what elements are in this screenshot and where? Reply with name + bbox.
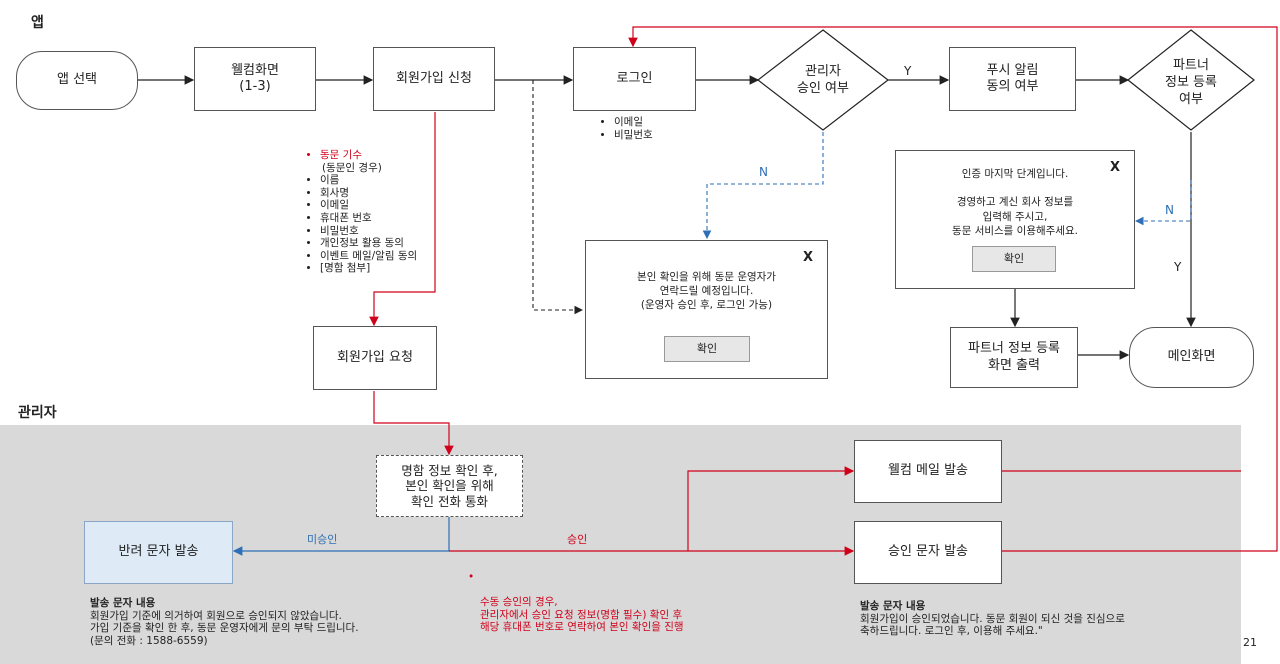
login-fields-note: 이메일 비밀번호: [598, 116, 653, 141]
signup-fields-note: 동문 기수 (동문인 경우) 이름 회사명 이메일 휴대폰 번호 비밀번호 개인…: [304, 149, 417, 275]
approve-message-note: 발송 문자 내용 회원가입이 승인되었습니다. 동문 회원이 되신 것을 진심으…: [860, 600, 1125, 638]
signup-field: 이벤트 메일/알림 동의: [320, 250, 417, 263]
node-reject-sms-label: 반려 문자 발송: [118, 544, 199, 560]
popup-pending-confirm-button[interactable]: 확인: [664, 336, 750, 362]
signup-field: (동문인 경우): [322, 161, 382, 174]
node-login: 로그인: [573, 47, 696, 111]
signup-field: 휴대폰 번호: [320, 212, 417, 225]
edge-label-approved: 승인: [567, 533, 588, 546]
node-welcome-label: 웰컴화면 (1-3): [231, 62, 279, 94]
node-login-label: 로그인: [616, 70, 653, 86]
signup-field: 이메일: [320, 199, 417, 212]
reject-message-body: 회원가입 기준에 의거하여 회원으로 승인되지 않았습니다. 가입 기준을 확인…: [90, 609, 359, 647]
node-app-select-label: 앱 선택: [56, 72, 97, 88]
popup-pending-approval: X 본인 확인을 위해 동문 운영자가 연락드릴 예정입니다. (운영자 승인 …: [585, 240, 828, 379]
signup-field-highlight: 동문 기수: [320, 149, 417, 162]
node-signup-request-label: 회원가입 요청: [337, 349, 413, 365]
node-main-screen: 메인화면: [1129, 327, 1254, 388]
reject-message-note: 발송 문자 내용 회원가입 기준에 의거하여 회원으로 승인되지 않았습니다. …: [90, 597, 359, 647]
reject-message-title: 발송 문자 내용: [90, 597, 156, 609]
node-signup: 회원가입 신청: [373, 47, 495, 111]
edge-label-y2: Y: [1174, 260, 1182, 274]
signup-field: [명함 첨부]: [320, 262, 417, 275]
manual-approval-note: • 수동 승인의 경우, 관리자에서 승인 요청 정보(명함 필수) 확인 후 …: [468, 571, 684, 634]
node-partner-screen-label: 파트너 정보 등록 화면 출력: [968, 341, 1060, 373]
edge-label-y1: Y: [904, 64, 912, 78]
node-admin-approval: 관리자 승인 여부: [797, 64, 849, 96]
edge-label-unapproved: 미승인: [307, 533, 338, 546]
bullet-icon: •: [468, 571, 475, 583]
login-field: 이메일: [614, 116, 653, 129]
node-approve-sms-label: 승인 문자 발송: [887, 544, 969, 560]
approve-message-title: 발송 문자 내용: [860, 600, 926, 612]
edge-label-n2: N: [1165, 203, 1174, 217]
node-partner-screen: 파트너 정보 등록 화면 출력: [950, 327, 1078, 388]
node-push-consent-label: 푸시 알림 동의 여부: [986, 62, 1039, 94]
signup-field: 회사명: [320, 187, 417, 200]
section-label-app: 앱: [31, 15, 44, 31]
section-label-admin: 관리자: [18, 405, 57, 421]
popup-partner-message: 인증 마지막 단계입니다. 경영하고 계신 회사 정보를 입력해 주시고, 동문…: [952, 168, 1078, 237]
node-welcome-mail: 웰컴 메일 발송: [854, 440, 1002, 503]
node-reject-sms: 반려 문자 발송: [84, 521, 233, 584]
popup-partner-final-step: X 인증 마지막 단계입니다. 경영하고 계신 회사 정보를 입력해 주시고, …: [895, 150, 1135, 289]
node-welcome-mail-label: 웰컴 메일 발송: [887, 463, 969, 479]
node-approve-sms: 승인 문자 발송: [854, 521, 1002, 584]
node-signup-label: 회원가입 신청: [396, 70, 472, 86]
node-push-consent: 푸시 알림 동의 여부: [949, 47, 1076, 111]
popup-partner-confirm-button[interactable]: 확인: [972, 246, 1056, 272]
signup-field: 비밀번호: [320, 225, 417, 238]
close-icon[interactable]: X: [1109, 160, 1120, 175]
node-main-screen-label: 메인화면: [1167, 349, 1216, 365]
approve-message-body: 회원가입이 승인되었습니다. 동문 회원이 되신 것을 진심으로 축하드립니다.…: [860, 612, 1125, 638]
page-number: 21: [1243, 636, 1257, 649]
node-signup-request: 회원가입 요청: [313, 326, 437, 390]
close-icon[interactable]: X: [802, 250, 813, 265]
node-card-check: 명함 정보 확인 후, 본인 확인을 위해 확인 전화 통화: [376, 455, 523, 517]
popup-pending-message: 본인 확인을 위해 동문 운영자가 연락드릴 예정입니다. (운영자 승인 후,…: [637, 271, 776, 312]
login-field: 비밀번호: [614, 129, 653, 142]
node-card-check-label: 명함 정보 확인 후, 본인 확인을 위해 확인 전화 통화: [401, 462, 498, 509]
signup-field: 이름: [320, 174, 417, 187]
node-welcome: 웰컴화면 (1-3): [194, 47, 316, 111]
node-app-select: 앱 선택: [16, 51, 138, 110]
manual-approval-note-text: 수동 승인의 경우, 관리자에서 승인 요청 정보(명함 필수) 확인 후 해당…: [480, 596, 684, 634]
edge-label-n1: N: [759, 165, 768, 179]
signup-field: 개인정보 활용 동의: [320, 237, 417, 250]
node-partner-info: 파트너 정보 등록 여부: [1165, 58, 1217, 107]
